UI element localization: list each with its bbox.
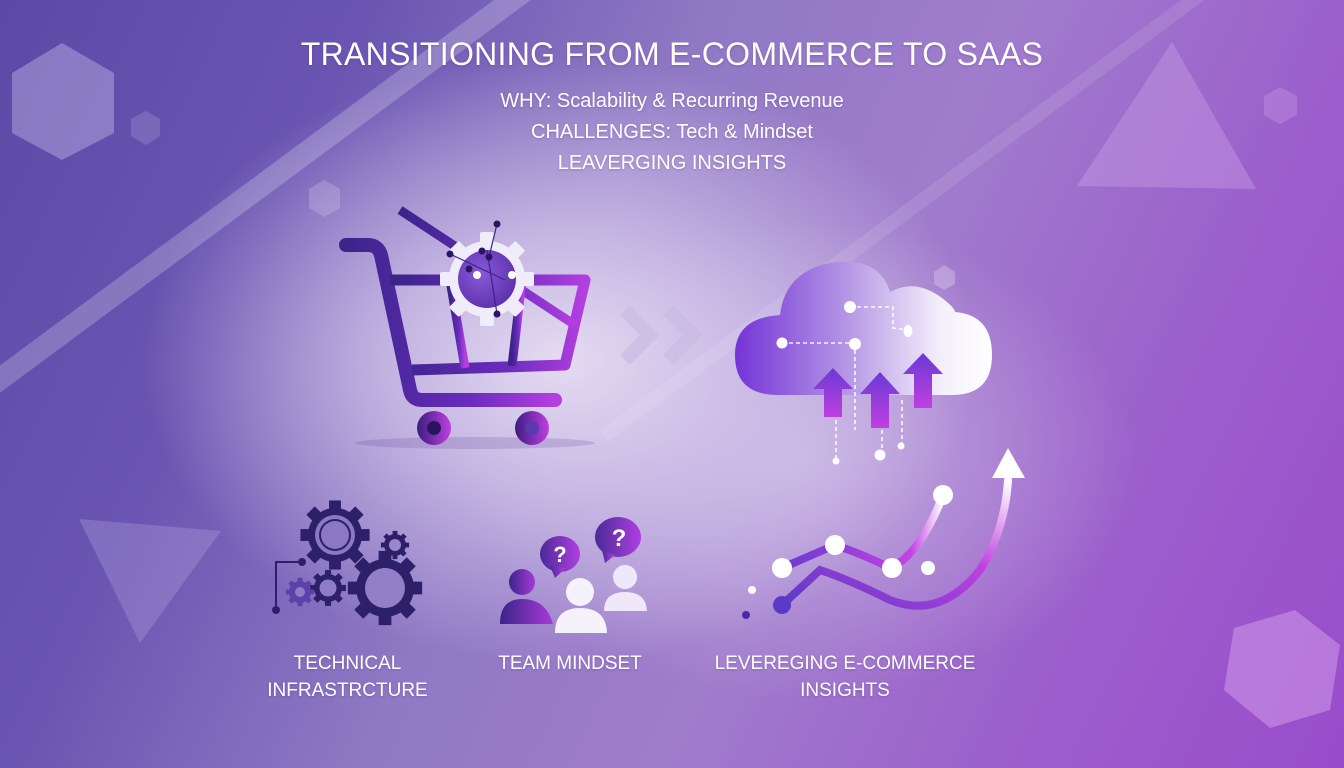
- subtitle-why: WHY: Scalability & Recurring Revenue: [500, 90, 844, 112]
- triangle-shape: [79, 519, 221, 643]
- section-label-team-mindset: TEAM MINDSET: [470, 650, 670, 677]
- gear-icon: [440, 220, 534, 326]
- page-title: TRANSITIONING FROM E-COMMERCE TO SAAS: [300, 36, 1044, 72]
- section-label-leveraging-insights: LEVEREGING E-COMMERCE INSIGHTS: [690, 650, 1000, 704]
- hexagon-shape: [309, 180, 340, 217]
- hexagon-shape: [131, 111, 160, 145]
- growth-chart-icon: [742, 448, 1025, 619]
- hexagon-shape: [12, 43, 114, 160]
- hexagon-shape: [1264, 87, 1297, 124]
- label-line: LEVEREGING E-COMMERCE: [714, 653, 976, 674]
- cloud-upload-icon: [735, 261, 992, 465]
- double-chevron-right-icon: [620, 305, 703, 365]
- triangle-shape: [1077, 42, 1256, 189]
- speech-bubble-icon: ?: [540, 536, 580, 578]
- hexagon-shape: [1224, 610, 1340, 728]
- speech-bubble-icon: ?: [595, 517, 641, 563]
- shopping-cart-icon: [339, 206, 595, 449]
- svg-text:?: ?: [553, 542, 566, 567]
- label-line: INFRASTRCTURE: [267, 680, 428, 701]
- subtitle-challenges: CHALLENGES: Tech & Mindset: [531, 121, 813, 143]
- gears-icon: [272, 500, 423, 626]
- label-line: INSIGHTS: [800, 680, 890, 701]
- svg-text:?: ?: [612, 525, 627, 552]
- label-line: TEAM MINDSET: [498, 653, 642, 674]
- hexagon-shape: [934, 265, 955, 290]
- section-label-technical-infrastructure: TECHNICAL INFRASTRCTURE: [250, 650, 445, 704]
- team-questions-icon: ? ?: [500, 517, 647, 633]
- label-line: TECHNICAL: [293, 653, 402, 674]
- subtitle-insights: LEAVERGING INSIGHTS: [557, 152, 787, 174]
